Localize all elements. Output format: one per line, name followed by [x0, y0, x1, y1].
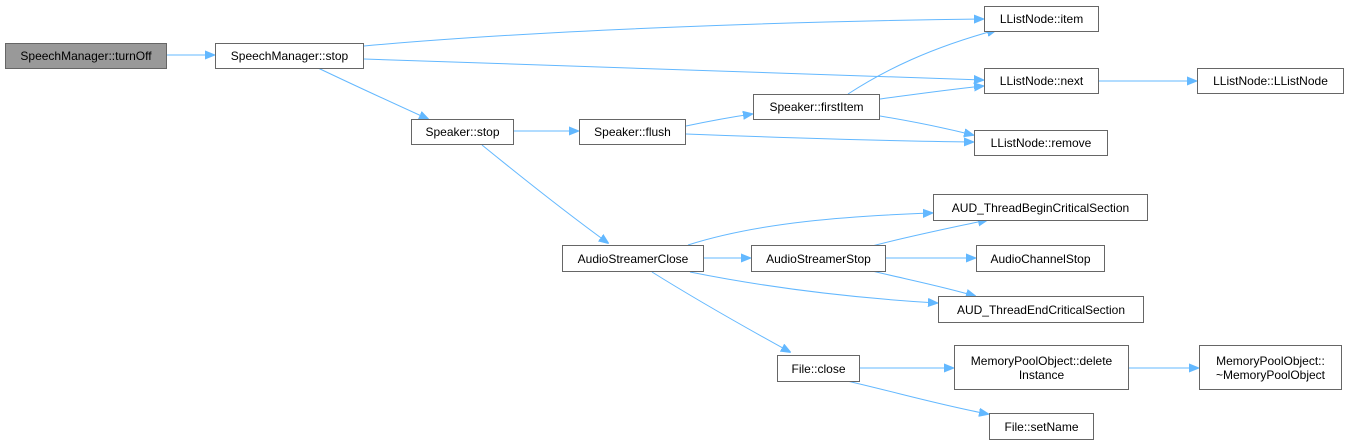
edge-firstitem-to-item	[847, 30, 996, 95]
edge-asclose-to-fileclose	[651, 271, 790, 352]
node-speechmanager-turnoff: SpeechManager::turnOff	[5, 43, 167, 69]
node-label-line1: MemoryPoolObject::delete	[970, 353, 1113, 368]
node-label-line2: Instance	[1018, 367, 1065, 382]
edge-firstitem-to-next	[879, 86, 983, 100]
edge-asstop-to-begincs	[871, 220, 987, 247]
edge-asclose-to-endcs	[689, 271, 937, 303]
edge-spkstop-to-asclose	[481, 144, 608, 243]
edge-asclose-to-begincs	[687, 213, 932, 246]
node-llistnode-llistnode[interactable]: LListNode::LListNode	[1197, 68, 1344, 94]
node-llistnode-item[interactable]: LListNode::item	[984, 6, 1099, 32]
node-speaker-stop[interactable]: Speaker::stop	[411, 119, 514, 145]
node-memorypoolobject-deleteinstance[interactable]: MemoryPoolObject::delete Instance	[954, 345, 1129, 390]
edge-spkflush-to-firstitem	[685, 114, 752, 127]
node-label-line2: ~MemoryPoolObject	[1215, 367, 1326, 382]
node-llistnode-next[interactable]: LListNode::next	[984, 68, 1099, 94]
edge-smstop-to-item	[363, 19, 983, 47]
edge-asstop-to-endcs	[871, 270, 975, 296]
node-audiostreamerstop[interactable]: AudioStreamerStop	[751, 245, 886, 272]
node-label-line1: MemoryPoolObject::	[1216, 353, 1325, 368]
node-aud-threadbegincriticalsection[interactable]: AUD_ThreadBeginCriticalSection	[933, 194, 1148, 221]
node-llistnode-remove[interactable]: LListNode::remove	[974, 130, 1108, 156]
node-speechmanager-stop[interactable]: SpeechManager::stop	[215, 43, 364, 69]
node-memorypoolobject-destructor[interactable]: MemoryPoolObject:: ~MemoryPoolObject	[1199, 345, 1342, 390]
edge-smstop-to-spkstop	[317, 67, 428, 119]
node-file-close[interactable]: File::close	[777, 355, 860, 382]
edge-fileclose-to-setname	[846, 380, 988, 414]
node-aud-threadendcriticalsection[interactable]: AUD_ThreadEndCriticalSection	[938, 296, 1144, 323]
edge-firstitem-to-remove	[879, 115, 973, 135]
node-speaker-flush[interactable]: Speaker::flush	[579, 119, 686, 145]
node-audiochannelstop[interactable]: AudioChannelStop	[976, 245, 1105, 272]
node-file-setname[interactable]: File::setName	[989, 413, 1094, 440]
node-speaker-firstitem[interactable]: Speaker::firstItem	[753, 94, 880, 120]
edge-spkflush-to-remove	[685, 133, 973, 142]
node-audiostreamerclose[interactable]: AudioStreamerClose	[562, 245, 704, 272]
